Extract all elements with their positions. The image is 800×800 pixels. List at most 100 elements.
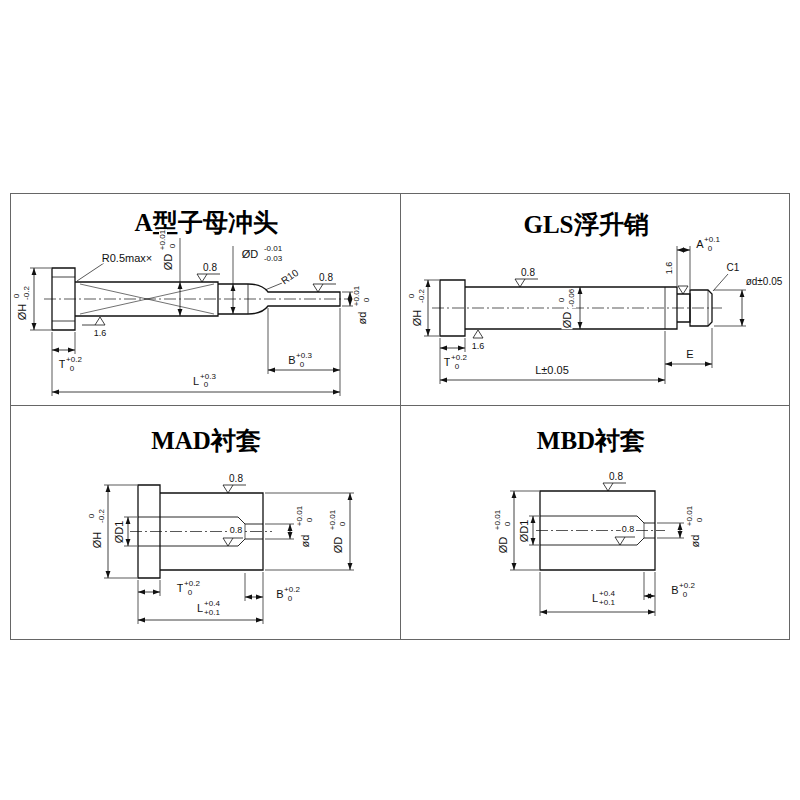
dimension-label: ØD1 bbox=[114, 520, 125, 545]
roughness-symbol bbox=[603, 483, 626, 491]
part-outline bbox=[52, 321, 75, 322]
dimension-label: 0 bbox=[504, 521, 512, 527]
extension-line bbox=[104, 485, 137, 486]
extension-line bbox=[655, 572, 656, 616]
leader-line bbox=[180, 238, 181, 282]
dimension-label: -0.03 bbox=[263, 255, 283, 263]
dimension-label: ød bbox=[357, 311, 368, 326]
dimension-label: 0 bbox=[169, 243, 177, 249]
dimension-label: ØD bbox=[163, 253, 174, 272]
dimension-line bbox=[440, 380, 665, 381]
dimension-label: +0.3 bbox=[295, 352, 313, 360]
dimension-label: +0.1 bbox=[703, 236, 721, 244]
extension-line bbox=[30, 268, 51, 269]
dimension-label: C1 bbox=[726, 263, 741, 273]
dimension-label: -0.2 bbox=[418, 288, 426, 304]
dimension-line bbox=[268, 370, 340, 371]
dimension-line bbox=[428, 280, 429, 336]
dimension-label: +0.01 bbox=[159, 229, 167, 251]
drawing-panel: MBD衬套 bbox=[400, 405, 790, 640]
dimension-label: 0 bbox=[13, 293, 21, 299]
dimension-line bbox=[533, 516, 534, 545]
dimension-label: +0.01 bbox=[296, 505, 304, 527]
dimension-line bbox=[580, 287, 581, 329]
panel-title: MBD衬套 bbox=[537, 427, 645, 455]
dimension-label: 0.8 bbox=[202, 263, 218, 273]
dimension-label: 0 bbox=[707, 245, 713, 253]
dimension-label: 0.8 bbox=[608, 472, 624, 482]
part-outline bbox=[637, 538, 644, 545]
part-outline bbox=[644, 523, 655, 524]
dimension-label: 0 bbox=[187, 589, 193, 597]
dimension-label: -0.2 bbox=[98, 508, 106, 524]
center-line bbox=[130, 531, 272, 532]
dimension-label: 0.8 bbox=[318, 273, 334, 283]
extension-line bbox=[714, 290, 746, 291]
dimension-line bbox=[350, 493, 351, 570]
dimension-line bbox=[128, 517, 129, 546]
dimension-label: +0.01 bbox=[494, 509, 502, 531]
extension-line bbox=[714, 326, 746, 327]
dimension-label: ød±0.05 bbox=[745, 277, 784, 287]
roughness-symbol bbox=[197, 274, 220, 282]
extension-line bbox=[265, 570, 354, 571]
dimension-label: ØD bbox=[498, 536, 509, 555]
center-line bbox=[432, 308, 722, 309]
leader-line bbox=[713, 274, 728, 291]
dimension-label: E bbox=[685, 349, 694, 360]
dimension-line bbox=[290, 524, 291, 539]
roughness-symbol bbox=[678, 286, 688, 294]
leader-line bbox=[233, 246, 234, 284]
dimension-label: ØH bbox=[412, 309, 423, 328]
dimension-label: 0 bbox=[408, 293, 416, 299]
dimension-label: 0.8 bbox=[621, 525, 636, 534]
panel-title: A型子母冲头 bbox=[134, 209, 277, 237]
roughness-symbol bbox=[82, 317, 105, 325]
dimension-label: 0 bbox=[69, 365, 75, 373]
extension-line bbox=[540, 572, 541, 616]
part-outline bbox=[540, 516, 637, 517]
dimension-label: 1.6 bbox=[93, 329, 108, 338]
dimension-label: ØD bbox=[333, 536, 344, 555]
dimension-label: 0 bbox=[287, 595, 293, 603]
extension-line bbox=[712, 328, 713, 368]
dimension-label: R10 bbox=[279, 267, 301, 287]
dimension-label: ød bbox=[300, 534, 311, 549]
dimension-label: 0 bbox=[682, 591, 688, 599]
roughness-symbol bbox=[473, 330, 483, 338]
dimension-label: 0 bbox=[306, 517, 314, 523]
part-outline bbox=[245, 539, 263, 540]
dimension-line bbox=[350, 292, 351, 306]
dimension-line bbox=[52, 392, 340, 393]
roughness-symbol bbox=[515, 279, 538, 287]
dimension-line bbox=[677, 250, 690, 251]
leader-line bbox=[265, 283, 282, 290]
dimension-label: -0.06 bbox=[568, 288, 576, 308]
part-outline bbox=[238, 539, 245, 546]
dimension-line bbox=[138, 592, 160, 593]
dimension-label: +0.4 bbox=[598, 590, 616, 598]
extension-line bbox=[677, 246, 678, 286]
dimension-label: +0.3 bbox=[199, 373, 217, 381]
dimension-label: ØH bbox=[92, 531, 103, 550]
panel-title: GLS浮升销 bbox=[523, 211, 648, 239]
part-outline bbox=[637, 516, 644, 523]
dimension-line bbox=[138, 620, 263, 621]
dimension-label: R0.5max× bbox=[101, 253, 153, 264]
dimension-label: ØD1 bbox=[519, 519, 530, 544]
dimension-line bbox=[34, 268, 35, 330]
panel-title: MAD衬套 bbox=[151, 427, 261, 455]
dimension-label: -0.2 bbox=[23, 285, 31, 301]
part-outline bbox=[138, 546, 238, 547]
extension-line bbox=[424, 280, 439, 281]
dimension-label: +0.2 bbox=[283, 586, 301, 594]
roughness-symbol bbox=[615, 537, 635, 545]
part-outline bbox=[238, 517, 245, 524]
dimension-line bbox=[52, 350, 75, 351]
center-line bbox=[536, 530, 665, 531]
extension-line bbox=[665, 331, 666, 384]
extension-line bbox=[124, 546, 137, 547]
dimension-label: +0.01 bbox=[686, 505, 694, 527]
